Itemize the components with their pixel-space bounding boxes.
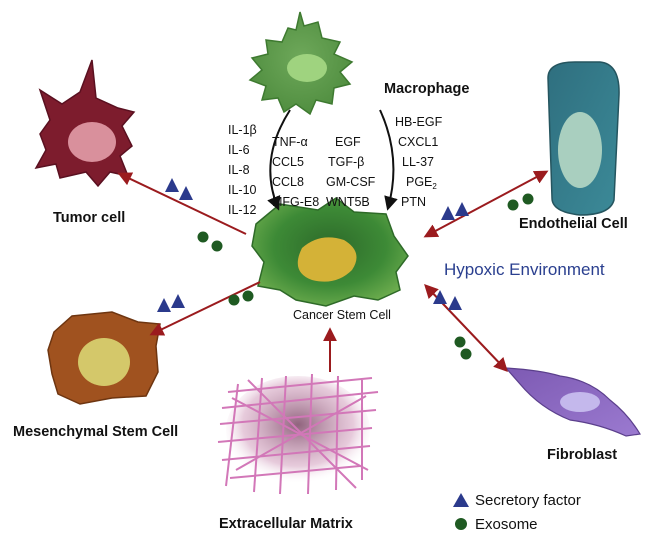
exosome-icon — [507, 199, 519, 211]
secretory-factor-icon — [441, 206, 455, 220]
cancer-stem-cell-label: Cancer Stem Cell — [293, 308, 391, 322]
endothelial-cell-label: Endothelial Cell — [519, 216, 628, 232]
factor-item: IL-10 — [228, 183, 257, 197]
mesenchymal-stem-cell-label: Mesenchymal Stem Cell — [13, 424, 178, 440]
tumor-cell-label: Tumor cell — [53, 210, 125, 226]
factor-item: CXCL1 — [398, 135, 438, 149]
macrophage-to-csc-arrow-left — [267, 109, 291, 211]
endothelial-cell — [547, 61, 620, 216]
factor-item: MFG-E8 — [272, 195, 319, 209]
factor-item: WNT5B — [326, 195, 370, 209]
factor-column-1: IL-1β IL-6 IL-8 IL-10 IL-12 — [228, 123, 257, 217]
secretory-factor-icon — [165, 178, 179, 192]
factor-item: EGF — [335, 135, 361, 149]
extracellular-matrix — [217, 373, 379, 495]
factor-column-2: TNF-α CCL5 CCL8 MFG-E8 — [272, 135, 319, 209]
factor-item: CCL8 — [272, 175, 304, 189]
cancer-stem-cell — [251, 197, 409, 307]
legend-secretory-factor: Secretory factor — [475, 492, 581, 509]
exosome-icon — [228, 294, 240, 306]
secretory-factor-icon — [455, 202, 469, 216]
secretory-factor-icon — [171, 294, 185, 308]
exosome-icon — [197, 231, 209, 243]
mesenchymal-stem-cell — [47, 311, 161, 405]
legend: Secretory factor Exosome — [453, 492, 581, 533]
factor-item: IL-6 — [228, 143, 250, 157]
secretory-factor-icon — [157, 298, 171, 312]
secretory-factor-icon — [448, 296, 462, 310]
macrophage-cell — [248, 11, 354, 116]
extracellular-matrix-label: Extracellular Matrix — [219, 516, 353, 532]
exosome-icon — [460, 348, 472, 360]
factor-item: PTN — [401, 195, 426, 209]
csc-to-msc-arrow — [149, 281, 261, 336]
legend-exosome-icon — [455, 518, 467, 530]
exosome-group — [197, 193, 534, 360]
hypoxic-environment-label: Hypoxic Environment — [444, 260, 605, 279]
tumor-cell — [34, 59, 136, 188]
exosome-icon — [454, 336, 466, 348]
factor-item: TGF-β — [328, 155, 364, 169]
legend-triangle-icon — [453, 493, 469, 507]
exosome-icon — [211, 240, 223, 252]
secretory-factor-group — [157, 178, 469, 312]
csc-to-tumor-arrow — [117, 172, 247, 235]
factor-item: IL-1β — [228, 123, 257, 137]
factor-item: HB-EGF — [395, 115, 443, 129]
macrophage-label: Macrophage — [384, 81, 469, 97]
fibroblast-label: Fibroblast — [547, 447, 617, 463]
factor-column-4: HB-EGF CXCL1 LL-37 PGE2 PTN — [395, 115, 443, 209]
fibroblast-cell — [504, 367, 641, 437]
factor-item: IL-12 — [228, 203, 257, 217]
secretory-factor-icon — [179, 186, 193, 200]
exosome-icon — [242, 290, 254, 302]
factor-item-pge: PGE2 — [406, 175, 437, 191]
factor-item: GM-CSF — [326, 175, 376, 189]
factor-item: LL-37 — [402, 155, 434, 169]
factor-item: IL-8 — [228, 163, 250, 177]
factor-item: TNF-α — [272, 135, 308, 149]
macrophage-to-csc-arrow-right — [379, 109, 398, 211]
exosome-icon — [522, 193, 534, 205]
secretory-factor-icon — [433, 290, 447, 304]
factor-column-3: EGF TGF-β GM-CSF WNT5B — [326, 135, 376, 209]
legend-exosome: Exosome — [475, 516, 538, 533]
factor-item: CCL5 — [272, 155, 304, 169]
csc-endothelial-arrow — [423, 170, 549, 238]
